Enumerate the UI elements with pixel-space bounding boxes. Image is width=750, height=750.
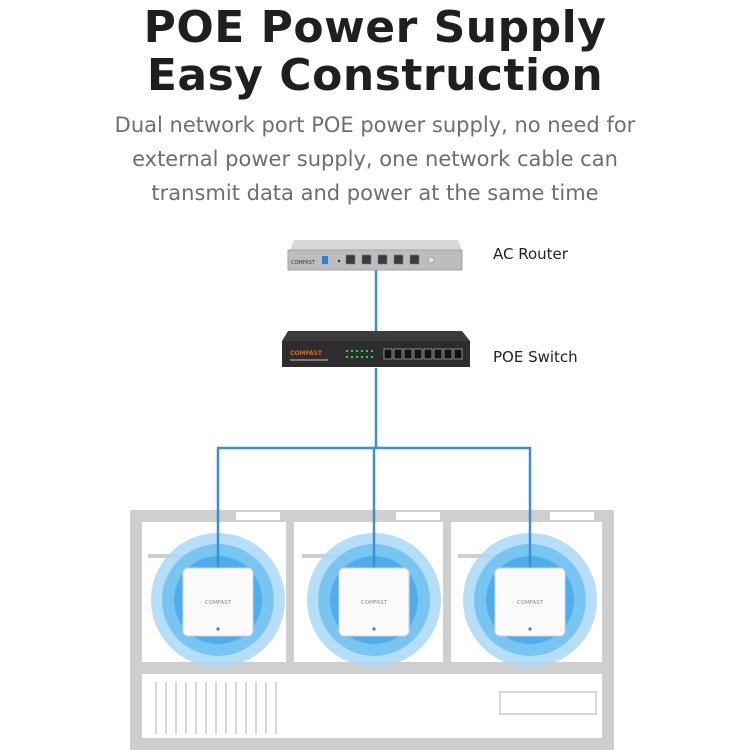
switch-model-line — [290, 359, 328, 361]
router-brand: COMFAST — [291, 260, 316, 266]
poe-switch-device: COMFAST — [282, 331, 470, 367]
window-2 — [396, 512, 440, 520]
subtitle-line-2: external power supply, one network cable… — [132, 147, 618, 171]
router-ports — [345, 254, 420, 265]
switch-ports — [383, 348, 463, 360]
window-1 — [236, 512, 280, 520]
floor-plan — [130, 510, 614, 750]
switch-leds — [346, 350, 373, 358]
floor-plan-vent — [155, 682, 277, 734]
network-cables — [216, 270, 532, 570]
subtitle-line-1: Dual network port POE power supply, no n… — [114, 113, 636, 137]
router-usb-port — [322, 256, 328, 264]
router-label: AC Router — [493, 245, 568, 263]
router-top — [290, 240, 462, 250]
ap-3-led — [528, 627, 532, 631]
router-reset — [337, 259, 341, 263]
ac-router-device: COMFAST — [287, 240, 463, 271]
window-3 — [550, 512, 594, 520]
router-power-button — [427, 256, 435, 264]
ap-1-brand: COMFAST — [205, 600, 232, 606]
switch-label: POE Switch — [493, 348, 578, 366]
switch-brand: COMFAST — [290, 350, 323, 357]
title-line-2: Easy Construction — [146, 50, 604, 101]
ap-1-led — [216, 627, 220, 631]
ap-2-led — [372, 627, 376, 631]
access-point-2: COMFAST — [338, 567, 410, 637]
floor-plan-counter — [499, 691, 597, 715]
access-point-1: COMFAST — [182, 567, 254, 637]
switch-top — [282, 331, 470, 341]
access-point-3: COMFAST — [494, 567, 566, 637]
floor-plan-outer-wall — [130, 510, 614, 750]
subtitle-line-3: transmit data and power at the same time — [151, 181, 599, 205]
ap-2-brand: COMFAST — [361, 600, 388, 606]
ap-3-brand: COMFAST — [517, 600, 544, 606]
title-line-1: POE Power Supply — [143, 2, 607, 53]
